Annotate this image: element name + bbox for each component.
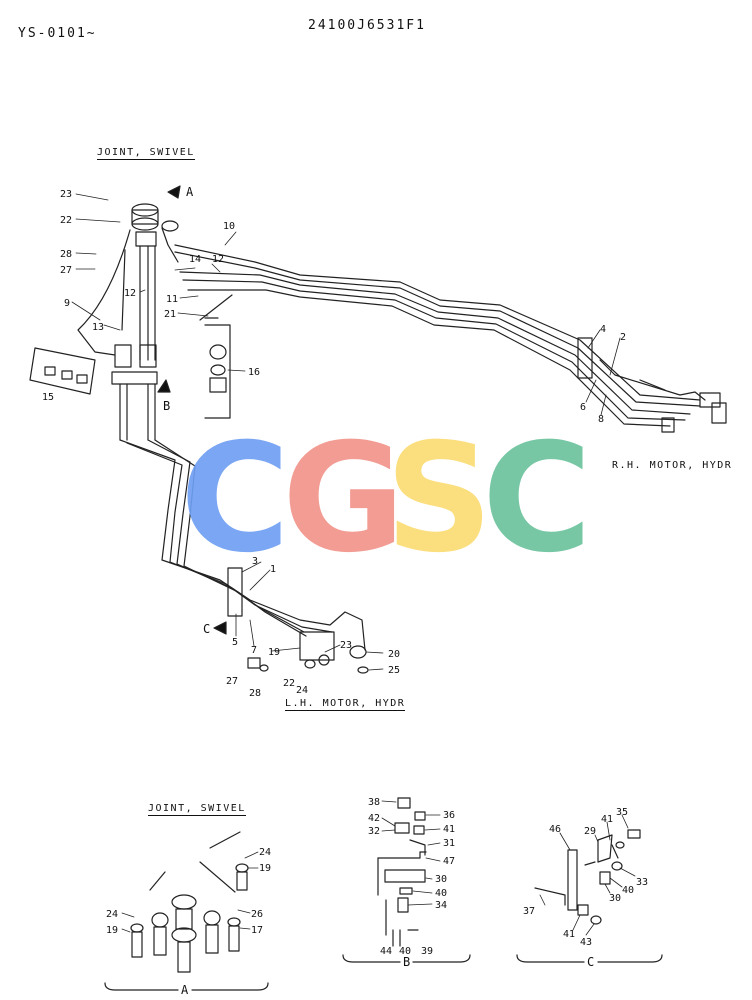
callout-c-33: 33 bbox=[636, 877, 648, 888]
callout-main-28: 28 bbox=[60, 249, 72, 260]
caption-lh-motor: L.H. MOTOR, HYDR bbox=[285, 698, 406, 711]
callout-c-41: 41 bbox=[601, 814, 613, 825]
callout-b-47: 47 bbox=[443, 856, 455, 867]
callout-main-16: 16 bbox=[248, 367, 260, 378]
view-arrows bbox=[157, 185, 227, 635]
callout-main-6: 6 bbox=[580, 402, 586, 413]
detail-b bbox=[342, 797, 471, 963]
detail-a-label: A bbox=[181, 983, 189, 997]
leader-lines-a bbox=[121, 851, 259, 933]
callout-b-36: 36 bbox=[443, 810, 455, 821]
watermark-letter-c2: C bbox=[482, 412, 592, 586]
callout-main-8: 8 bbox=[598, 414, 604, 425]
callout-b-39: 39 bbox=[421, 946, 433, 957]
callout-b-34: 34 bbox=[435, 900, 447, 911]
serial-range-label: YS-0101~ bbox=[18, 26, 97, 41]
leader-lines-b bbox=[381, 800, 441, 906]
callout-main-19: 19 bbox=[268, 647, 280, 658]
leader-lines-main bbox=[71, 193, 621, 671]
callout-c-46: 46 bbox=[549, 824, 561, 835]
callout-labels: 23 22 28 27 9 13 15 10 14 12 12 11 21 16… bbox=[42, 189, 648, 957]
callout-c-41b: 41 bbox=[563, 929, 575, 940]
callout-main-14: 14 bbox=[189, 254, 201, 265]
callout-main-27: 27 bbox=[60, 265, 72, 276]
callout-main-1: 1 bbox=[270, 564, 276, 575]
detail-b-label: B bbox=[403, 955, 410, 969]
callout-b-30: 30 bbox=[435, 874, 447, 885]
detail-a bbox=[104, 831, 269, 991]
pipe-bundle-lh bbox=[119, 439, 367, 661]
callout-main-13: 13 bbox=[92, 322, 104, 333]
callout-a-19b: 19 bbox=[106, 925, 118, 936]
callout-c-35: 35 bbox=[616, 807, 628, 818]
callout-a-26: 26 bbox=[251, 909, 263, 920]
callout-b-40b: 40 bbox=[399, 946, 411, 957]
callout-main-7: 7 bbox=[251, 645, 257, 656]
view-marker-b: B bbox=[163, 399, 170, 413]
part-number-label: 24100J6531F1 bbox=[308, 18, 426, 33]
callout-main-10: 10 bbox=[223, 221, 235, 232]
caption-detail-a-joint-swivel: JOINT, SWIVEL bbox=[148, 803, 246, 816]
swivel-joint-assembly bbox=[77, 203, 179, 441]
callout-main-9: 9 bbox=[64, 298, 70, 309]
callout-b-31: 31 bbox=[443, 838, 455, 849]
callout-main-3: 3 bbox=[252, 556, 258, 567]
view-marker-c: C bbox=[203, 622, 210, 636]
callout-c-29: 29 bbox=[584, 826, 596, 837]
callout-main-22b: 22 bbox=[283, 678, 295, 689]
callout-main-25: 25 bbox=[388, 665, 400, 676]
callout-main-15: 15 bbox=[42, 392, 54, 403]
callout-a-17: 17 bbox=[251, 925, 263, 936]
callout-c-37: 37 bbox=[523, 906, 535, 917]
callout-b-38: 38 bbox=[368, 797, 380, 808]
view-marker-a: A bbox=[186, 185, 194, 199]
callout-main-20: 20 bbox=[388, 649, 400, 660]
detail-c-label: C bbox=[587, 955, 594, 969]
callout-b-32: 32 bbox=[368, 826, 380, 837]
lh-motor-loose-parts bbox=[247, 654, 369, 674]
callout-b-44: 44 bbox=[380, 946, 392, 957]
swivel-side-parts bbox=[29, 294, 233, 419]
rh-motor-fittings bbox=[577, 337, 727, 433]
watermark-letter-c1: C bbox=[180, 412, 290, 586]
callout-main-28b: 28 bbox=[249, 688, 261, 699]
caption-joint-swivel: JOINT, SWIVEL bbox=[97, 147, 195, 160]
callout-main-21: 21 bbox=[164, 309, 176, 320]
callout-main-27b: 27 bbox=[226, 676, 238, 687]
callout-main-12a: 12 bbox=[212, 254, 224, 265]
view-marker-labels: A B C A B C bbox=[163, 185, 594, 997]
callout-main-23b: 23 bbox=[340, 640, 352, 651]
callout-main-12b: 12 bbox=[124, 288, 136, 299]
callout-main-24: 24 bbox=[296, 685, 308, 696]
callout-c-40: 40 bbox=[622, 885, 634, 896]
callout-a-24b: 24 bbox=[106, 909, 118, 920]
cgsc-watermark: C G S C bbox=[180, 412, 592, 586]
callout-a-24: 24 bbox=[259, 847, 271, 858]
callout-main-2: 2 bbox=[620, 332, 626, 343]
callout-b-40: 40 bbox=[435, 888, 447, 899]
caption-rh-motor: R.H. MOTOR, HYDR bbox=[612, 460, 733, 471]
callout-c-43: 43 bbox=[580, 937, 592, 948]
watermark-letter-s: S bbox=[385, 412, 493, 586]
callout-a-19: 19 bbox=[259, 863, 271, 874]
callout-b-42: 42 bbox=[368, 813, 380, 824]
leader-lines-c bbox=[539, 814, 636, 936]
callout-main-23: 23 bbox=[60, 189, 72, 200]
callout-c-30: 30 bbox=[609, 893, 621, 904]
callout-main-4: 4 bbox=[600, 324, 606, 335]
callout-b-41: 41 bbox=[443, 824, 455, 835]
callout-main-5: 5 bbox=[232, 637, 238, 648]
watermark-letter-g: G bbox=[282, 412, 405, 586]
callout-main-22: 22 bbox=[60, 215, 72, 226]
callout-main-11: 11 bbox=[166, 294, 178, 305]
